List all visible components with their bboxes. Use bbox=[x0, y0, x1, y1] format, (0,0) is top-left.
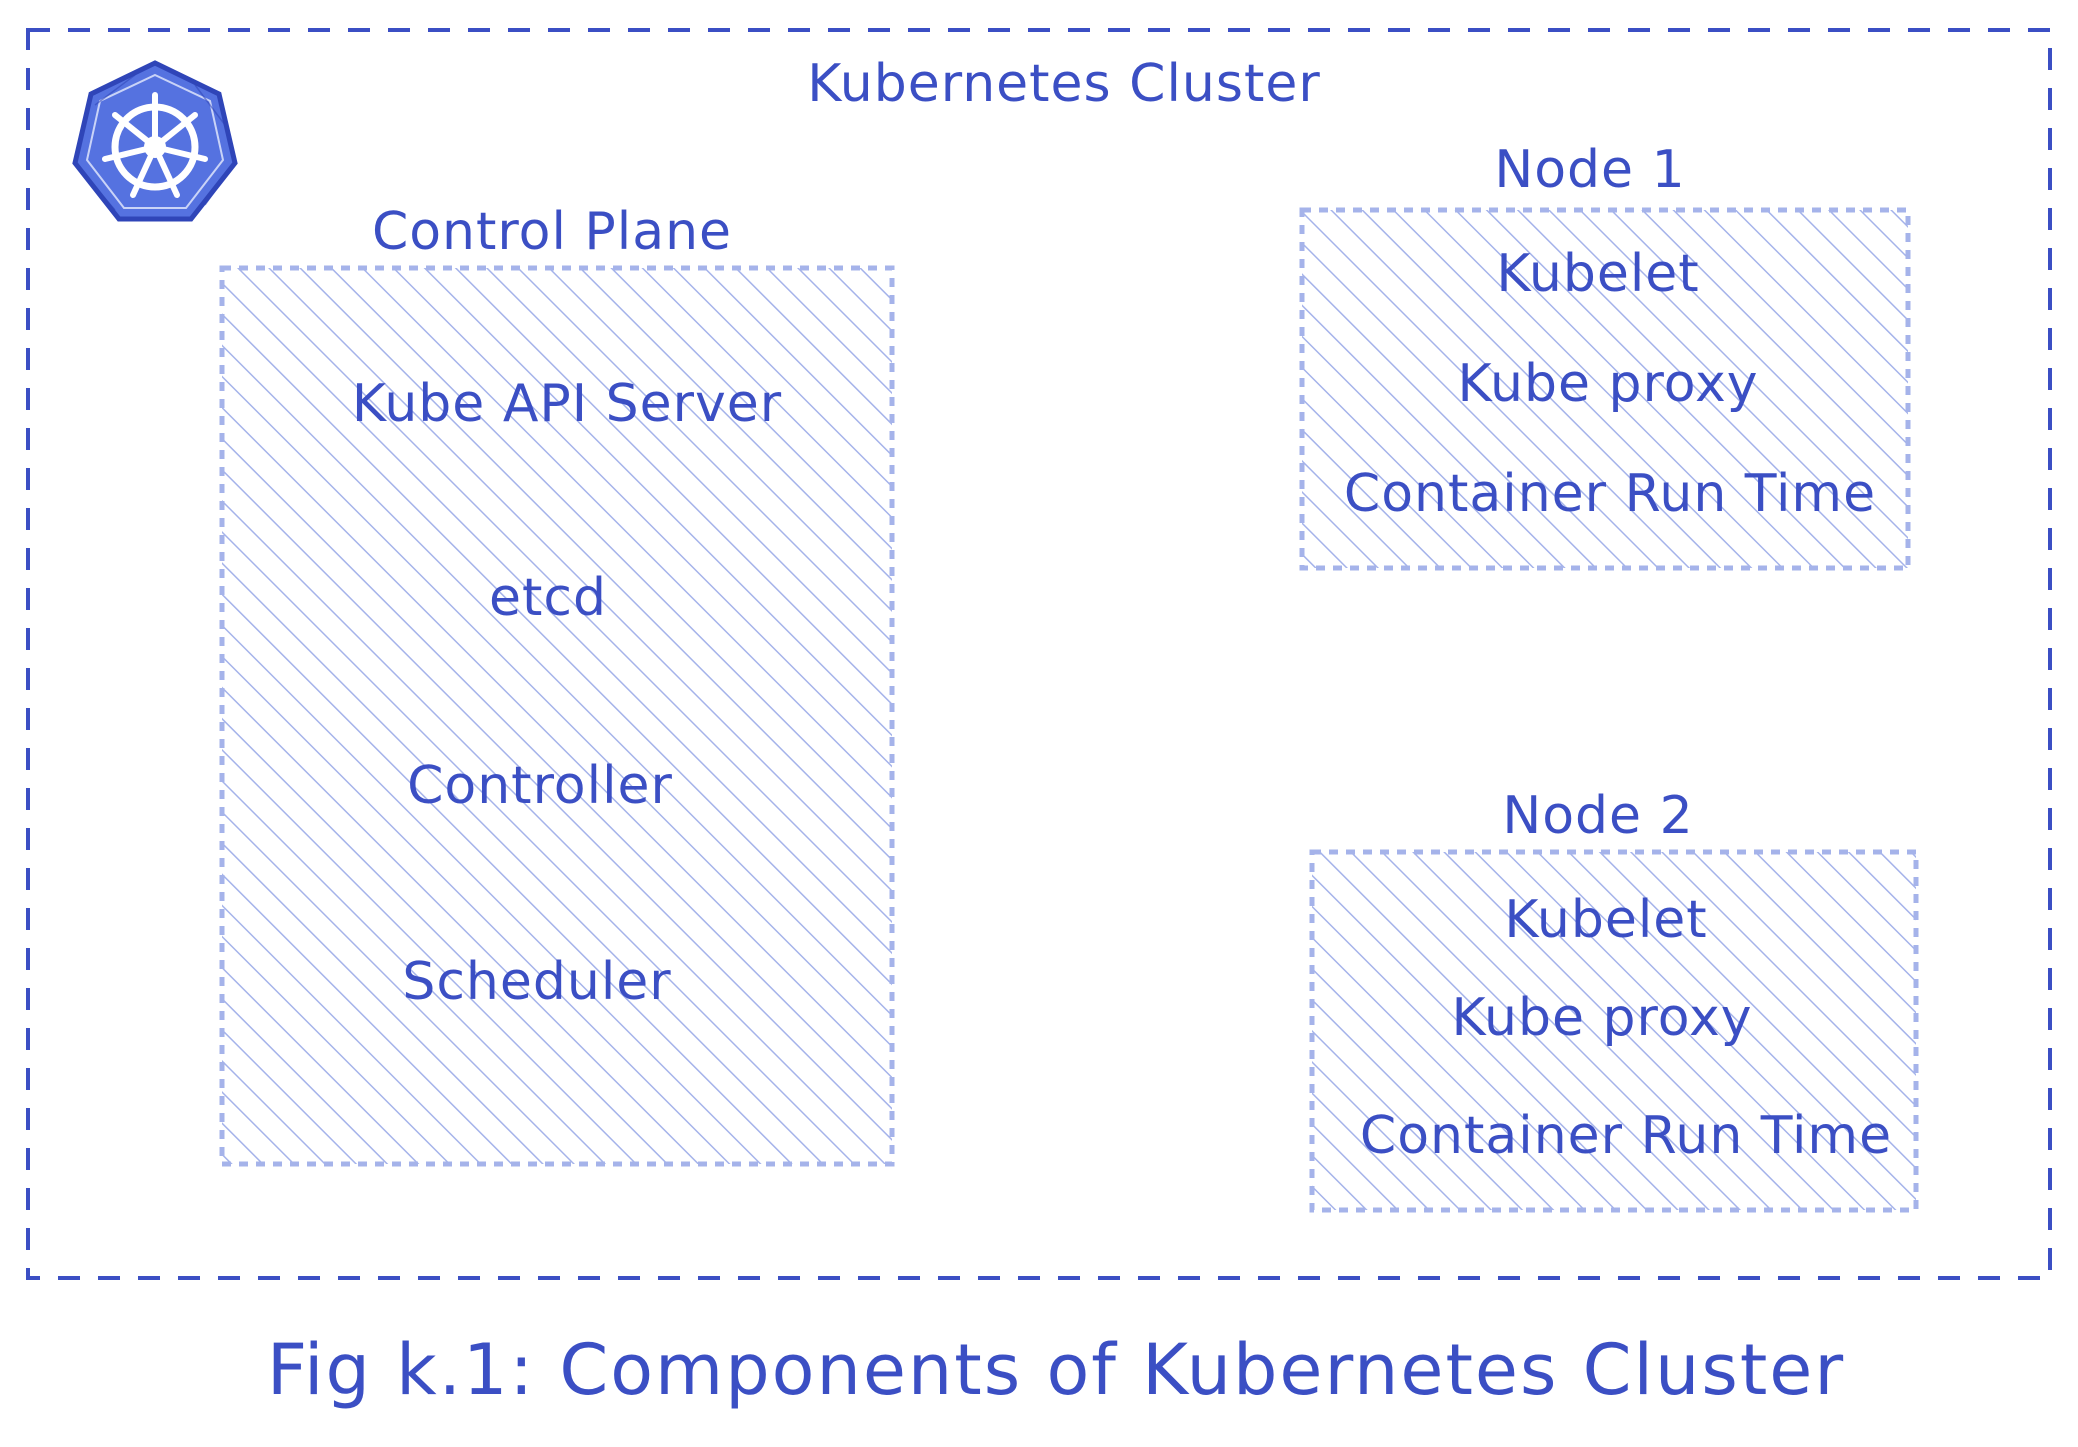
node-1-component: Kubelet bbox=[1496, 244, 1700, 304]
figure-caption: Fig k.1: Components of Kubernetes Cluste… bbox=[266, 1329, 1846, 1411]
node-1-title: Node 1 bbox=[1494, 140, 1686, 200]
node-2-component: Kubelet bbox=[1504, 890, 1708, 950]
cluster-title: Kubernetes Cluster bbox=[807, 54, 1321, 114]
control-plane-title: Control Plane bbox=[371, 202, 733, 262]
node-1-component: Container Run Time bbox=[1343, 464, 1877, 524]
node-2-component: Container Run Time bbox=[1359, 1106, 1893, 1166]
kubernetes-helm-wheel-icon bbox=[72, 60, 238, 222]
control-plane-component: etcd bbox=[489, 568, 607, 628]
node-2-box bbox=[1309, 849, 1919, 1213]
control-plane-component: Kube API Server bbox=[351, 374, 783, 434]
node-2-title: Node 2 bbox=[1502, 786, 1694, 846]
control-plane-component: Scheduler bbox=[402, 952, 672, 1012]
node-1-component: Kube proxy bbox=[1457, 354, 1759, 414]
cluster-boundary bbox=[26, 28, 2052, 1280]
control-plane-component: Controller bbox=[407, 756, 673, 816]
node-2-component: Kube proxy bbox=[1451, 988, 1753, 1048]
node-1-box bbox=[1299, 207, 1911, 571]
control-plane-box bbox=[219, 265, 895, 1167]
